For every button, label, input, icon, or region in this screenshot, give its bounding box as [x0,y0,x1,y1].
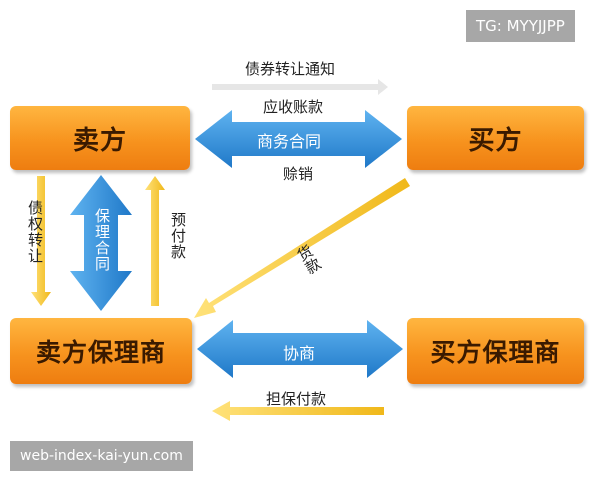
watermark-bottom: web-index-kai-yun.com [10,441,193,471]
prepayment-arrow [145,176,165,306]
buyer-box: 买方 [407,106,584,170]
buyer-factor-box: 买方保理商 [407,318,584,384]
credit-sale-label: 赊销 [283,165,314,183]
guarantee-payment-label: 担保付款 [266,390,327,408]
factoring-contract-arrow [70,175,132,311]
factoring-contract-label: 保理合同 [93,208,111,272]
transfer-notice-label: 债券转让通知 [245,60,336,78]
watermark-top: TG: MYYJJPP [466,10,575,42]
seller-factor-box: 卖方保理商 [10,318,192,384]
agreement-label: 协商 [283,344,316,363]
business-contract-arrow [195,110,402,168]
business-contract-label: 商务合同 [257,132,322,151]
prepayment-label: 预付款 [169,212,187,260]
receivable-label: 应收账款 [263,98,324,116]
seller-label: 卖方 [72,125,127,156]
buyer-label: 买方 [468,125,523,156]
seller-factor-label: 卖方保理商 [35,338,166,367]
guarantee-payment-arrow [212,401,384,421]
buyer-factor-label: 买方保理商 [430,338,561,367]
seller-box: 卖方 [10,106,190,170]
agreement-arrow [197,320,403,378]
debt-transfer-arrow [31,176,51,306]
payment-arrow [194,178,410,318]
transfer-notice-arrow [212,79,388,95]
debt-transfer-label: 债权转让 [26,200,44,264]
